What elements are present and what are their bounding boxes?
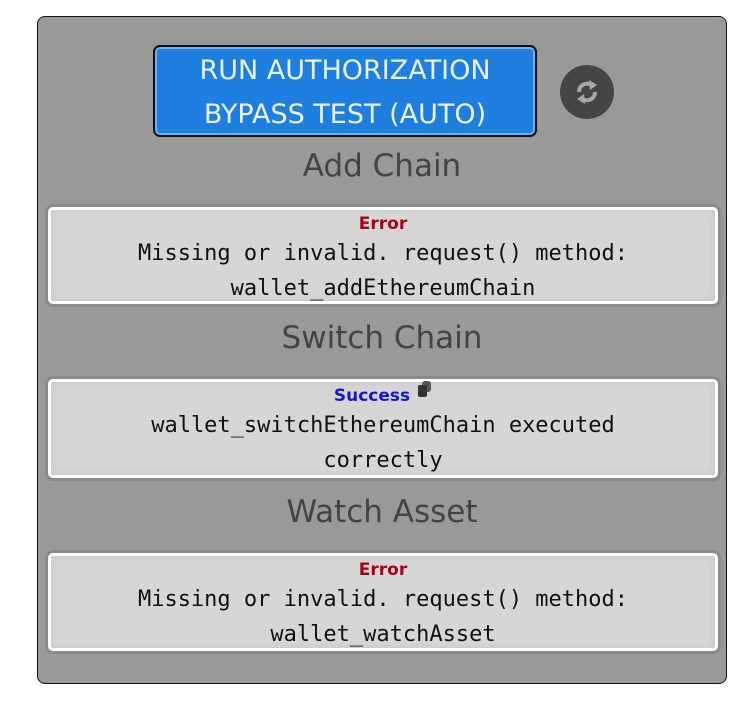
status-badge: Error bbox=[358, 560, 408, 580]
result-card-watch-asset: Error Missing or invalid. request() meth… bbox=[48, 553, 718, 651]
result-message-line2: wallet_addEthereumChain bbox=[230, 276, 536, 301]
section-title-add-chain: Add Chain bbox=[302, 148, 462, 184]
result-card-add-chain: Error Missing or invalid. request() meth… bbox=[48, 207, 718, 304]
result-message-line1: Missing or invalid. request() method: bbox=[137, 587, 629, 612]
section-title-watch-asset: Watch Asset bbox=[286, 494, 478, 530]
status-badge: Success bbox=[333, 386, 411, 406]
result-message-line2: correctly bbox=[323, 448, 443, 473]
copy-icon[interactable] bbox=[418, 380, 432, 404]
result-message-line1: Missing or invalid. request() method: bbox=[137, 241, 629, 266]
section-title-switch-chain: Switch Chain bbox=[281, 320, 483, 356]
result-card-switch-chain: Success wallet_switchEthereumChain execu… bbox=[48, 379, 718, 478]
run-authorization-bypass-test-button[interactable]: RUN AUTHORIZATION BYPASS TEST (AUTO) bbox=[153, 45, 537, 137]
result-message-line2: wallet_watchAsset bbox=[270, 622, 496, 647]
result-message-line1: wallet_switchEthereumChain executed bbox=[151, 413, 615, 438]
status-badge: Error bbox=[358, 214, 408, 234]
run-button-label-line2: BYPASS TEST (AUTO) bbox=[203, 99, 487, 130]
test-panel: RUN AUTHORIZATION BYPASS TEST (AUTO) Add… bbox=[37, 16, 727, 684]
run-button-label-line1: RUN AUTHORIZATION bbox=[199, 55, 491, 86]
refresh-button[interactable] bbox=[560, 65, 614, 119]
refresh-icon bbox=[577, 80, 597, 104]
status-line: Success bbox=[51, 381, 715, 408]
toolbar: RUN AUTHORIZATION BYPASS TEST (AUTO) bbox=[38, 17, 726, 147]
